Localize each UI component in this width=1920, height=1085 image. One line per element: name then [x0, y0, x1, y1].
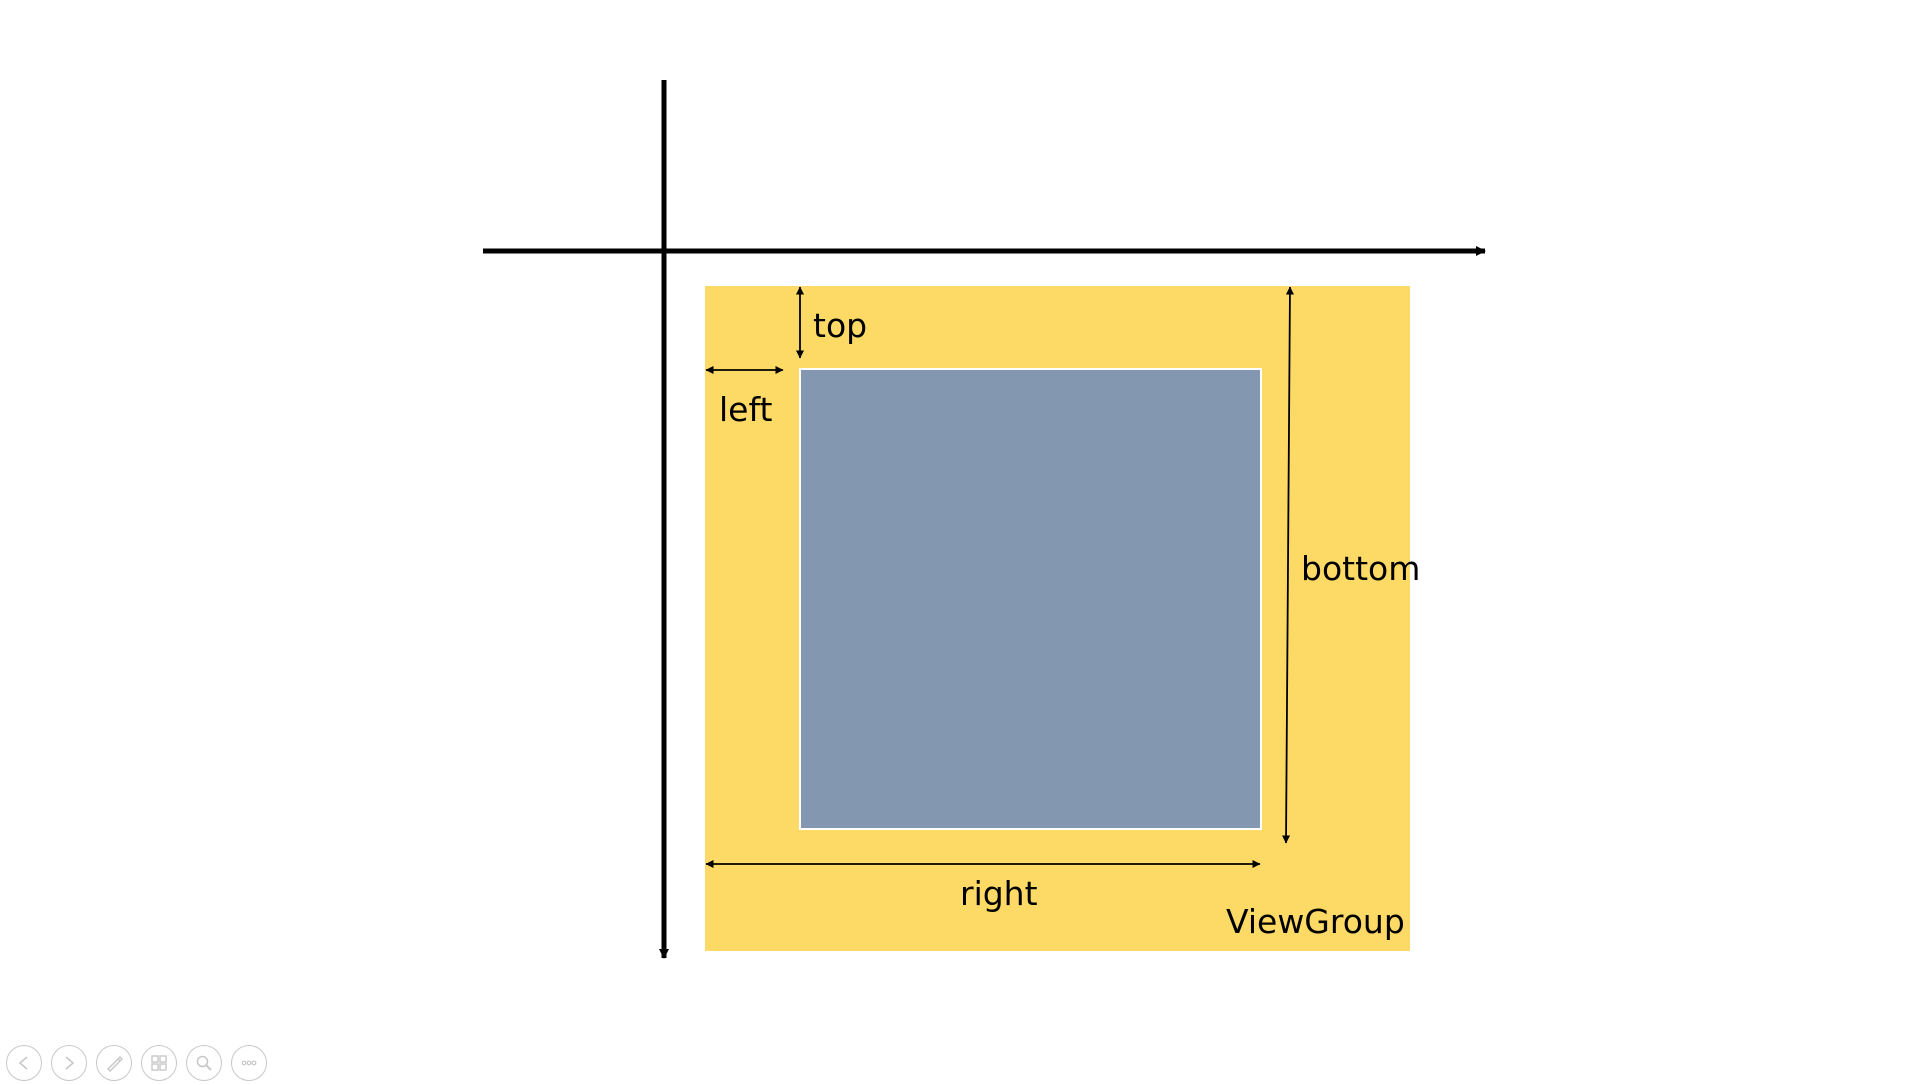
chevron-left-icon: [18, 1056, 28, 1070]
magnifier-icon: [196, 1055, 212, 1071]
right-label: right: [960, 874, 1038, 913]
top-label: top: [813, 306, 867, 345]
previous-slide-button[interactable]: [6, 1045, 42, 1081]
next-slide-button[interactable]: [51, 1045, 87, 1081]
see-all-slides-button[interactable]: [141, 1045, 177, 1081]
zoom-button[interactable]: [186, 1045, 222, 1081]
slides-grid-icon: [151, 1055, 167, 1071]
bottom-dimension-arrow: [1282, 286, 1294, 844]
more-options-icon: [241, 1060, 257, 1066]
left-label: left: [719, 390, 773, 429]
pen-button[interactable]: [96, 1045, 132, 1081]
more-options-button[interactable]: [231, 1045, 267, 1081]
bottom-label: bottom: [1301, 549, 1420, 588]
viewgroup-label: ViewGroup: [1226, 902, 1405, 941]
pen-icon: [106, 1055, 124, 1073]
slideshow-toolbar: [6, 1045, 267, 1085]
chevron-right-icon: [65, 1056, 75, 1070]
child-view-box: [799, 368, 1262, 830]
